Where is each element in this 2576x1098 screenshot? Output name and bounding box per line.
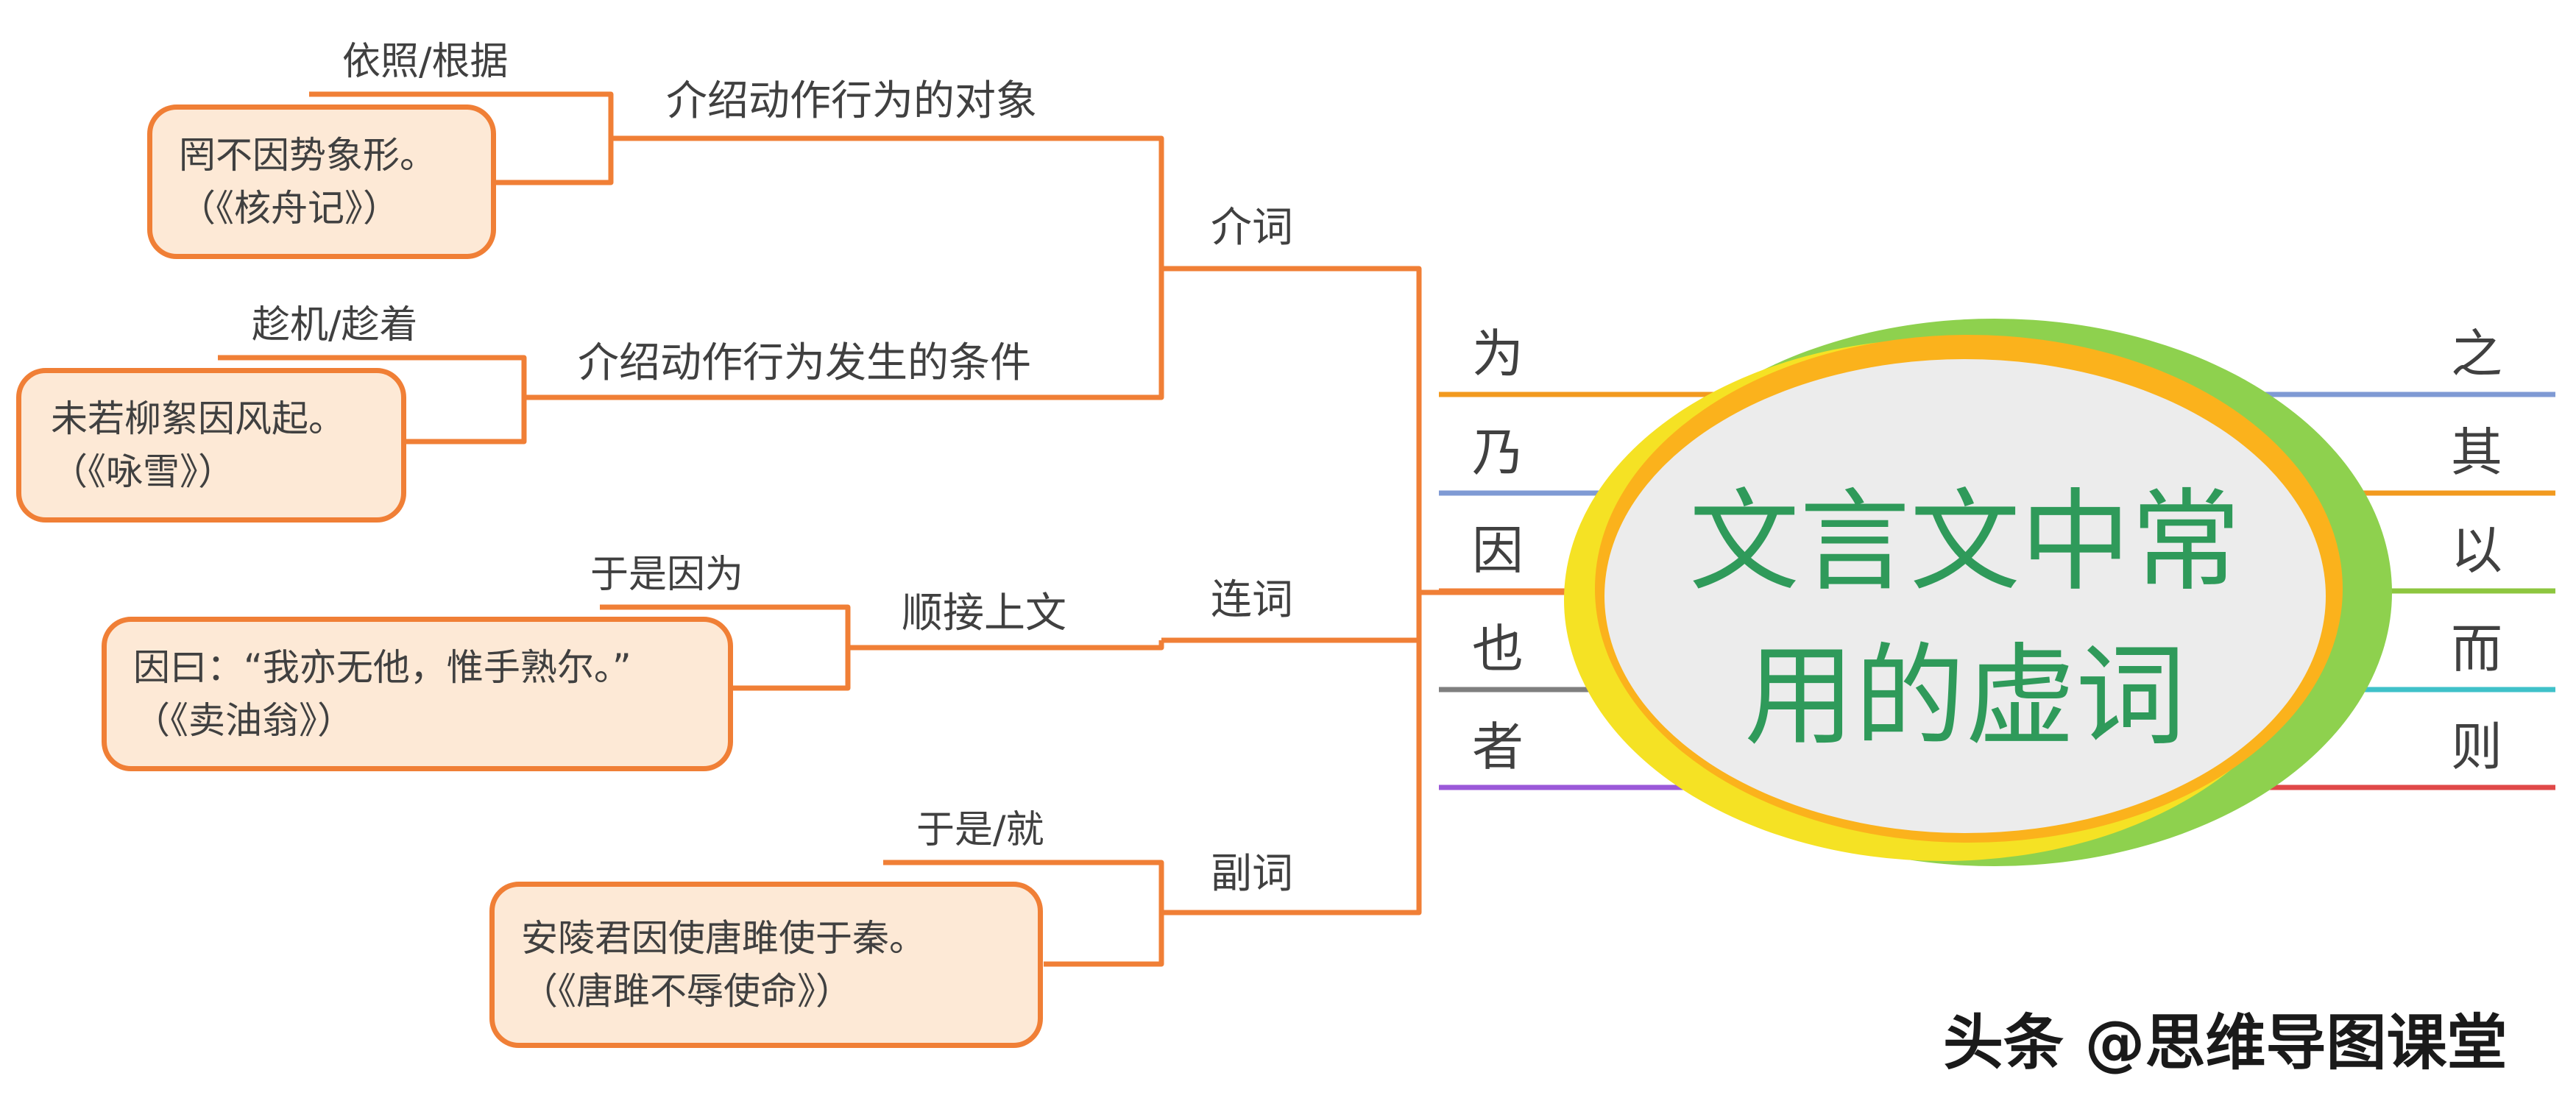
prep-usage1-label: 介绍动作行为的对象 bbox=[666, 77, 1037, 125]
prep-usage2-meaning: 趁机/趁着 bbox=[252, 303, 418, 347]
connector-prep-usage2 bbox=[524, 269, 1164, 400]
connector-conj-usage1 bbox=[848, 640, 1164, 651]
example-box-2: 未若柳絮因风起。 （《咏雪》） bbox=[16, 368, 406, 523]
connector-prep-usage1 bbox=[611, 135, 1164, 269]
adv-meaning: 于是/就 bbox=[916, 808, 1044, 852]
word-wei: 为 bbox=[1472, 324, 1524, 384]
example-box-4: 安陵君因使唐雎使于秦。 （《唐雎不辱使命》） bbox=[489, 882, 1043, 1048]
word-zhi: 之 bbox=[2451, 324, 2502, 384]
example-1-line1: 罔不因势象形。 bbox=[179, 133, 436, 177]
prep-usage1-meaning: 依照/根据 bbox=[342, 40, 509, 84]
center-ellipse bbox=[1604, 359, 2326, 833]
word-ye: 也 bbox=[1472, 619, 1524, 679]
example-3-line2: （《卖油翁》） bbox=[133, 699, 354, 742]
center-title: 文言文中常 用的虚词 bbox=[1604, 465, 2326, 774]
connector-adv bbox=[1161, 592, 1422, 915]
example-1-line2: （《核舟记》） bbox=[179, 187, 400, 230]
word-yi: 以 bbox=[2451, 520, 2502, 581]
example-4-line1: 安陵君因使唐雎使于秦。 bbox=[521, 916, 926, 960]
center-emblem bbox=[1564, 319, 2392, 866]
connector-meaning2 bbox=[218, 355, 527, 397]
connector-box2 bbox=[405, 397, 527, 444]
word-er: 而 bbox=[2451, 619, 2502, 679]
word-qi: 其 bbox=[2451, 422, 2502, 483]
word-ze: 则 bbox=[2451, 717, 2502, 777]
connector-meaning4 bbox=[883, 860, 1164, 913]
conj-usage1-label: 顺接上文 bbox=[902, 589, 1066, 637]
word-yin: 因 bbox=[1472, 520, 1524, 581]
word-zhe: 者 bbox=[1472, 717, 1524, 777]
example-box-1: 罔不因势象形。 （《核舟记》） bbox=[147, 105, 496, 259]
conj-usage1-meaning: 于是因为 bbox=[590, 553, 744, 597]
connector-meaning1 bbox=[309, 91, 614, 138]
connector-prep bbox=[1161, 266, 1590, 595]
example-box-3: 因曰：“我亦无他，惟手熟尔。” （《卖油翁》） bbox=[102, 617, 733, 771]
center-title-line1: 文言文中常 bbox=[1688, 478, 2241, 606]
connector-meaning3 bbox=[600, 604, 851, 648]
example-2-line2: （《咏雪》） bbox=[51, 450, 235, 493]
branch-adv-label: 副词 bbox=[1211, 850, 1293, 898]
connector-box4 bbox=[1044, 913, 1164, 967]
connector-box3 bbox=[731, 648, 851, 691]
watermark: 头条 @思维导图课堂 bbox=[1943, 1008, 2508, 1078]
branch-conj-label: 连词 bbox=[1211, 576, 1293, 624]
branch-prep-label: 介词 bbox=[1211, 204, 1293, 252]
prep-usage2-label: 介绍动作行为发生的条件 bbox=[578, 339, 1031, 387]
connector-box1 bbox=[493, 138, 614, 185]
example-3-line1: 因曰：“我亦无他，惟手熟尔。” bbox=[133, 645, 631, 689]
center-title-line2: 用的虚词 bbox=[1744, 633, 2186, 761]
example-2-line1: 未若柳絮因风起。 bbox=[51, 397, 345, 440]
word-nai: 乃 bbox=[1472, 422, 1524, 483]
connector-lines bbox=[218, 91, 1590, 967]
example-4-line2: （《唐雎不辱使命》） bbox=[521, 970, 852, 1013]
